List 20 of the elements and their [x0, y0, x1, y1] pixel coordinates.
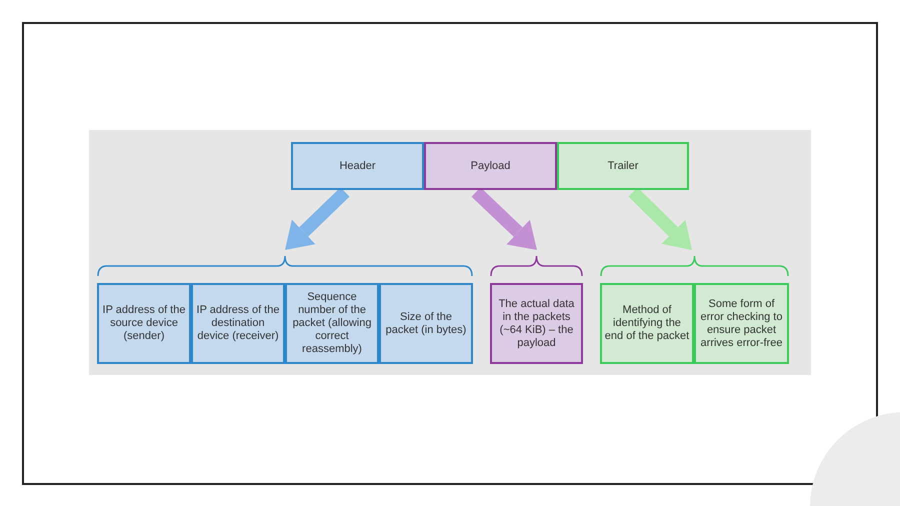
- box-text: Trailer: [606, 160, 640, 172]
- field-box: [694, 283, 789, 364]
- field-box: [191, 283, 285, 364]
- box-text: Payload: [470, 160, 512, 172]
- box-text: Size of the packet (in bytes): [384, 310, 468, 336]
- box-text: Sequence number of the packet (allowing correct reassembly): [292, 291, 372, 356]
- field-box: [285, 283, 379, 364]
- packet-section-box: [424, 142, 557, 190]
- box-text: IP address of the source device (sender): [102, 304, 186, 343]
- field-box: [490, 283, 583, 364]
- box-text: Header: [338, 160, 377, 172]
- box-text: Method of identifying the end of the packet: [604, 304, 690, 343]
- field-box: [600, 283, 694, 364]
- packet-section-box: [291, 142, 424, 190]
- box-text: IP address of the destination device (receiver): [196, 304, 280, 343]
- box-text: Some form of error checking to ensure packet arrives error-free: [700, 298, 784, 350]
- packet-section-box: [557, 142, 689, 190]
- field-box: [97, 283, 191, 364]
- box-text: The actual data in the packets (~64 KiB) – the payload: [498, 298, 576, 350]
- field-box: [379, 283, 473, 364]
